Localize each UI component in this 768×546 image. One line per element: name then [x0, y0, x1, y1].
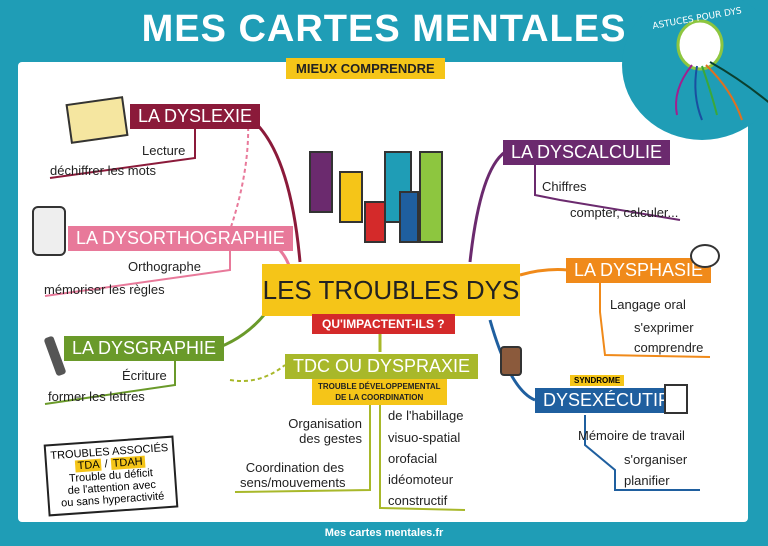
dysorthographie-item: mémoriser les règles [44, 282, 165, 297]
dysphasie-item: comprendre [634, 340, 704, 355]
dysexecutif-item: Mémoire de travail [578, 428, 685, 443]
thumbs-up-icon [500, 346, 522, 376]
tdc-right-item: visuo-spatial [388, 430, 461, 445]
tdc-right-item: de l'habillage [388, 408, 464, 423]
dysexecutif-item: planifier [624, 473, 670, 488]
dysphasie-item: s'exprimer [634, 320, 694, 335]
page-title: MES CARTES MENTALES [141, 8, 627, 50]
dyslexie-item: déchiffrer les mots [50, 163, 156, 178]
astuces-badge[interactable] [622, 0, 768, 140]
branch-dysorthographie[interactable]: LA DYSORTHOGRAPHIE [68, 226, 293, 251]
speech-bubble-icon [690, 244, 720, 268]
center-topic: LES TROUBLES DYS [262, 264, 520, 316]
branch-dysphasie[interactable]: LA DYSPHASIE [566, 258, 712, 283]
family-illustration [300, 112, 470, 262]
associated-troubles-note: TROUBLES ASSOCIÉS TDA / TDAH Trouble du … [43, 435, 179, 517]
center-question: QU'IMPACTENT-ILS ? [312, 314, 455, 334]
octopus-icon [675, 19, 768, 121]
tdc-right-item: constructif [388, 493, 448, 508]
checklist-icon [664, 384, 688, 414]
tdc-subtitle: TROUBLE DÉVELOPPEMENTAL DE LA COORDINATIO… [312, 379, 447, 405]
tdc-sub-line: TROUBLE DÉVELOPPEMENTAL [318, 382, 441, 391]
syndrome-tag: SYNDROME [570, 375, 625, 386]
dysgraphie-item: Écriture [122, 368, 167, 383]
dysorthographie-item: Orthographe [128, 259, 201, 274]
subtitle: MIEUX COMPRENDRE [286, 58, 445, 79]
branch-dyscalculie[interactable]: LA DYSCALCULIE [503, 140, 671, 165]
dyslexie-item: Lecture [142, 143, 186, 158]
dysphasie-item: Langage oral [610, 297, 686, 312]
tdc-right-item: orofacial [388, 451, 438, 466]
tdc-sub-line: DE LA COORDINATION [335, 393, 424, 402]
branch-tdc[interactable]: TDC OU DYSPRAXIE [285, 354, 479, 379]
branch-dysexecutif[interactable]: DYSEXÉCUTIF [535, 388, 678, 413]
book-icon [65, 96, 129, 144]
footer-link[interactable]: Mes cartes mentales.fr [324, 527, 444, 539]
branch-dysgraphie[interactable]: LA DYSGRAPHIE [64, 336, 225, 361]
drum-icon [32, 206, 66, 256]
tdc-right-item: idéomoteur [388, 472, 454, 487]
branch-dyslexie[interactable]: LA DYSLEXIE [130, 104, 261, 129]
dyscalculie-item: Chiffres [542, 179, 587, 194]
dysexecutif-item: s'organiser [624, 452, 688, 467]
dyscalculie-item: compter, calculer... [570, 205, 679, 220]
dysgraphie-item: former les lettres [48, 389, 145, 404]
